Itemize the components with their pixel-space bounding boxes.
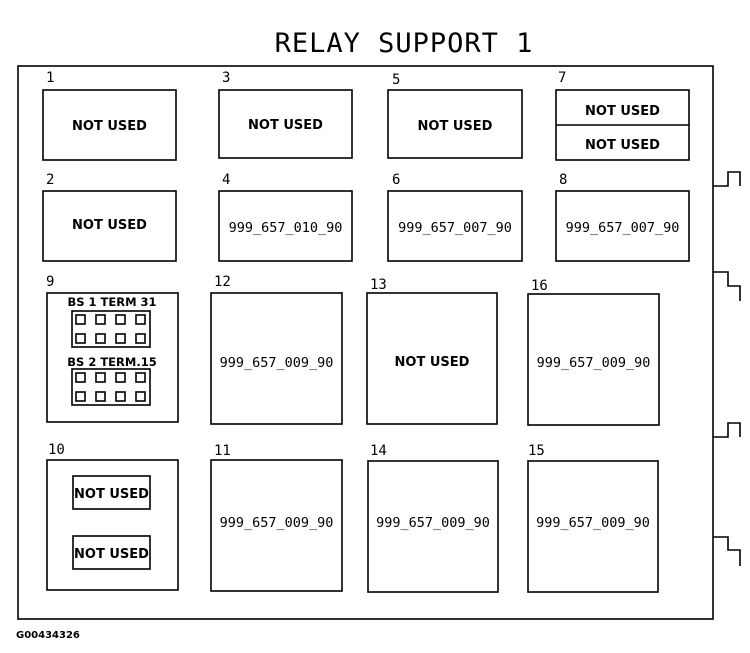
relay-position-8: 8 999_657_007_90	[555, 172, 690, 262]
relay-position-5: 5 NOT USED	[387, 72, 523, 159]
terminal-pin	[135, 372, 146, 383]
relay-part-number: 999_657_009_90	[537, 355, 651, 371]
terminal-pin	[75, 372, 86, 383]
relay-position-10: 10 NOT USED NOT USED	[46, 442, 179, 591]
terminal-pin	[95, 372, 106, 383]
relay-label: NOT USED	[72, 218, 147, 233]
mounting-tab	[713, 536, 741, 566]
relay-support-frame	[17, 65, 714, 620]
position-number: 12	[214, 274, 231, 290]
position-number: 4	[222, 172, 230, 188]
relay-slot	[527, 293, 660, 426]
relay-slot	[527, 460, 659, 593]
diagram-title: RELAY SUPPORT 1	[275, 28, 534, 59]
sub-slot-bottom	[72, 535, 151, 570]
relay-part-number: 999_657_007_90	[566, 220, 680, 236]
mounting-tabs	[713, 171, 741, 566]
relay-label-top: NOT USED	[74, 487, 149, 502]
position-number: 2	[46, 172, 54, 188]
terminal-pin	[95, 391, 106, 402]
bs1-label: BS 1 TERM 31	[67, 295, 156, 309]
relay-label: NOT USED	[72, 119, 147, 134]
relay-slot	[42, 89, 177, 161]
relay-label-bottom: NOT USED	[74, 547, 149, 562]
relay-label: NOT USED	[418, 119, 493, 134]
relay-part-number: 999_657_010_90	[229, 220, 343, 236]
position-number: 1	[46, 70, 54, 86]
relay-position-16: 16 999_657_009_90	[527, 278, 660, 426]
relay-position-12: 12 999_657_009_90	[210, 274, 343, 425]
terminal-pin	[75, 314, 86, 325]
position-number: 7	[558, 70, 566, 86]
relay-part-number: 999_657_009_90	[376, 515, 490, 531]
mounting-tab	[713, 171, 741, 187]
relay-slot	[367, 460, 499, 593]
figure-code: G00434326	[16, 630, 80, 641]
relay-slot	[210, 459, 343, 592]
sub-slot-top	[72, 475, 151, 510]
terminal-pin	[115, 314, 126, 325]
position-number: 15	[528, 443, 545, 459]
relay-position-1: 1 NOT USED	[42, 70, 177, 161]
terminal-pin	[115, 372, 126, 383]
position-number: 6	[392, 172, 400, 188]
relay-part-number: 999_657_009_90	[220, 355, 334, 371]
relay-slot	[555, 190, 690, 262]
position-number: 10	[48, 442, 65, 458]
relay-position-9: 9 BS 1 TERM 31 BS 2 TERM.15	[46, 274, 179, 423]
mounting-tab	[713, 422, 741, 438]
relay-label: NOT USED	[395, 355, 470, 370]
relay-label: NOT USED	[248, 118, 323, 133]
relay-slot	[42, 190, 177, 262]
relay-slot	[210, 292, 343, 425]
relay-position-15: 15 999_657_009_90	[527, 443, 659, 593]
bs2-label: BS 2 TERM.15	[67, 355, 156, 369]
relay-slot	[387, 190, 523, 262]
relay-position-7: 7 NOT USED NOT USED	[555, 70, 690, 161]
relay-part-number: 999_657_009_90	[220, 515, 334, 531]
relay-position-4: 4 999_657_010_90	[218, 172, 353, 262]
terminal-pin	[95, 314, 106, 325]
terminal-pin	[135, 314, 146, 325]
relay-label-bottom: NOT USED	[585, 138, 660, 153]
relay-part-number: 999_657_007_90	[398, 220, 512, 236]
terminal-block-bs1	[71, 310, 151, 348]
terminal-pin	[135, 391, 146, 402]
position-number: 5	[392, 72, 400, 88]
relay-position-2: 2 NOT USED	[42, 172, 177, 262]
relay-slot	[218, 89, 353, 159]
terminal-block-bs2	[71, 368, 151, 406]
relay-position-6: 6 999_657_007_90	[387, 172, 523, 262]
relay-slot	[387, 89, 523, 159]
relay-slot	[218, 190, 353, 262]
relay-label-top: NOT USED	[585, 104, 660, 119]
position-number: 13	[370, 277, 387, 293]
position-number: 3	[222, 70, 230, 86]
position-number: 14	[370, 443, 387, 459]
terminal-pin	[75, 333, 86, 344]
terminal-pin	[135, 333, 146, 344]
relay-position-3: 3 NOT USED	[218, 70, 353, 159]
position-number: 9	[46, 274, 54, 290]
relay-slot	[366, 292, 498, 425]
relay-position-14: 14 999_657_009_90	[367, 443, 499, 593]
terminal-pin	[75, 391, 86, 402]
terminal-pin	[95, 333, 106, 344]
position-number: 16	[531, 278, 548, 294]
position-number: 11	[214, 443, 231, 459]
relay-part-number: 999_657_009_90	[536, 515, 650, 531]
terminal-pin	[115, 391, 126, 402]
relay-position-13: 13 NOT USED	[366, 277, 498, 425]
position-number: 8	[559, 172, 567, 188]
terminal-pin	[115, 333, 126, 344]
mounting-tab	[713, 271, 741, 301]
relay-position-11: 11 999_657_009_90	[210, 443, 343, 592]
